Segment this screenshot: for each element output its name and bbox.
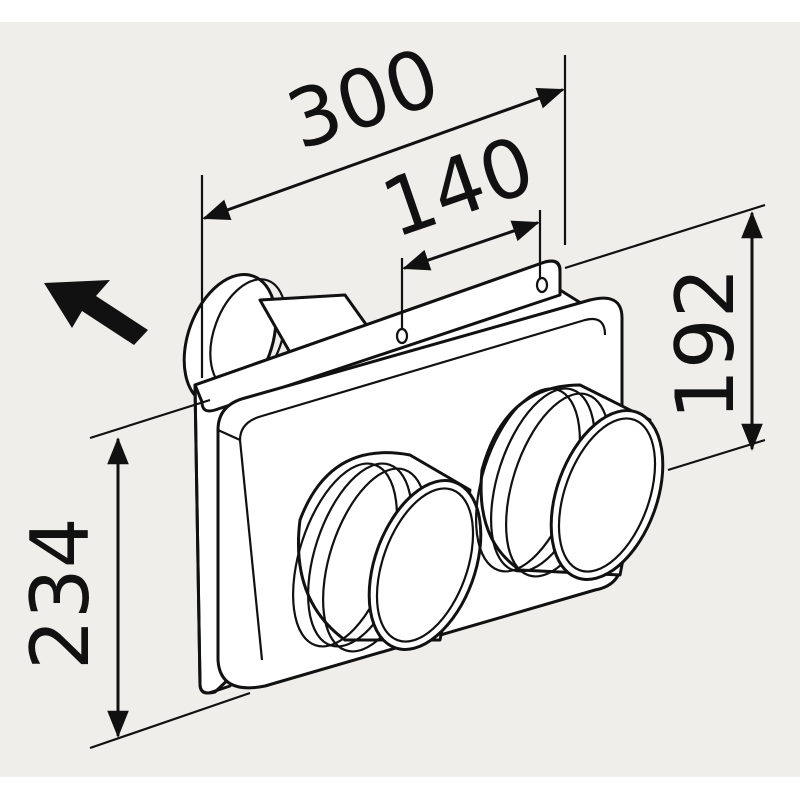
spigot-right — [475, 383, 665, 581]
dim-line-spigot-spacing — [402, 220, 540, 271]
extension-lines — [89, 55, 766, 750]
mounting-hole-left — [395, 327, 409, 345]
dim-line-overall-width — [202, 88, 565, 220]
arrow-up-left-icon — [44, 280, 148, 345]
mounting-hole-right — [535, 276, 549, 294]
spigot-left — [292, 451, 483, 653]
dimension-lines — [107, 88, 763, 738]
dim-label-box-height: 192 — [659, 267, 752, 420]
dim-label-flange-height: 234 — [14, 517, 107, 670]
